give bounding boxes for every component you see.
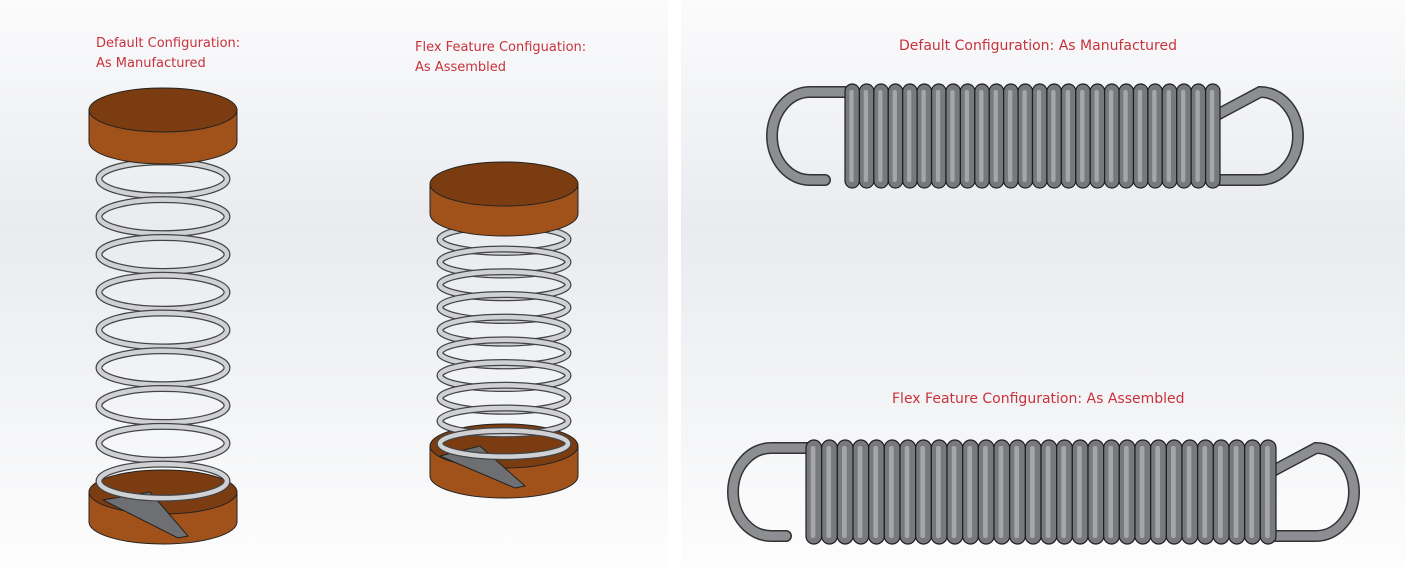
flex-config-label-left: Flex Feature Configuation: As Assembled (415, 38, 586, 78)
coil (96, 197, 230, 236)
coil-highlight (892, 90, 897, 182)
coil-highlight (849, 90, 854, 182)
coil-highlight (936, 446, 941, 538)
coil-highlight (964, 90, 970, 182)
coil (96, 272, 230, 312)
coil-highlight (979, 90, 984, 182)
coil-highlight (907, 90, 912, 182)
coil (437, 428, 571, 459)
default-config-label-right: Default Configuration: As Manufactured (899, 38, 1177, 54)
coil-highlight (993, 90, 998, 182)
coil-highlight (951, 446, 957, 538)
coil-highlight (878, 90, 883, 182)
coil-highlight (998, 446, 1004, 538)
label-line: Flex Feature Configuation: (415, 40, 587, 55)
coil-highlight (1080, 90, 1085, 182)
cap-top-face (88, 87, 238, 133)
coil-highlight (920, 446, 926, 538)
top-cap-default (88, 87, 238, 165)
coil-highlight (1061, 446, 1067, 538)
coil-highlight (1218, 446, 1223, 538)
coil-highlight (889, 446, 894, 538)
coil-highlight (842, 446, 847, 538)
coil-highlight (1155, 446, 1161, 538)
coil (96, 348, 230, 388)
coil-highlight (1152, 90, 1157, 182)
coil-highlight (1181, 90, 1186, 182)
coil-highlight (1139, 446, 1145, 538)
hook-right (1266, 443, 1359, 541)
coil-highlight (873, 446, 879, 538)
coil (96, 461, 230, 501)
coil-highlight (1186, 446, 1192, 538)
extension-spring-default (766, 83, 1304, 189)
coil-highlight (826, 446, 832, 538)
coil-highlight (1036, 90, 1042, 182)
coil-highlight (810, 446, 816, 538)
coil-highlight (1065, 90, 1070, 182)
coil-highlight (967, 446, 973, 538)
coil-highlight (857, 446, 863, 538)
coil-highlight (863, 90, 869, 182)
coil-highlight (1265, 446, 1270, 538)
coil-highlight (935, 90, 941, 182)
coil-highlight (1123, 90, 1128, 182)
coil (96, 310, 230, 350)
label-line: As Manufactured (96, 56, 206, 71)
coil-highlight (1108, 90, 1114, 182)
coil-highlight (1209, 90, 1215, 182)
coil-highlight (1030, 446, 1035, 538)
coil (96, 159, 230, 199)
coil-highlight (1014, 446, 1020, 538)
coil-highlight (1171, 446, 1176, 538)
coil-highlight (1007, 90, 1013, 182)
coil-highlight (1051, 90, 1056, 182)
coil-highlight (1124, 446, 1129, 538)
coil-highlight (1022, 90, 1027, 182)
coil-highlight (1202, 446, 1208, 538)
coil-highlight (921, 90, 926, 182)
hook-left (728, 443, 816, 541)
coil-highlight (950, 90, 955, 182)
default-config-label-left: Default Configuration: As Manufactured (96, 34, 240, 74)
coil-highlight (1094, 90, 1099, 182)
hook-right (1210, 87, 1303, 185)
coil (96, 386, 230, 425)
coil-highlight (1137, 90, 1143, 182)
top-cap-flex (429, 161, 579, 237)
coil-highlight (1108, 446, 1114, 538)
coil-highlight (1077, 446, 1082, 538)
coil (96, 424, 230, 463)
coil-highlight (983, 446, 988, 538)
coil-highlight (1249, 446, 1255, 538)
coil-highlight (1166, 90, 1171, 182)
hook-left (767, 87, 855, 185)
coil-highlight (1195, 90, 1200, 182)
flex-config-label-right: Flex Feature Configuration: As Assembled (892, 391, 1185, 407)
coil-highlight (1233, 446, 1239, 538)
label-line: Default Configuration: (96, 36, 241, 51)
compression-spring-flex (436, 222, 572, 461)
compression-spring-default (95, 158, 231, 502)
coil-highlight (1092, 446, 1098, 538)
label-line: As Assembled (415, 60, 507, 75)
coil-highlight (1045, 446, 1051, 538)
extension-spring-flex (727, 439, 1360, 545)
cap-top-face (429, 161, 579, 207)
coil (96, 235, 230, 274)
coil-highlight (904, 446, 910, 538)
